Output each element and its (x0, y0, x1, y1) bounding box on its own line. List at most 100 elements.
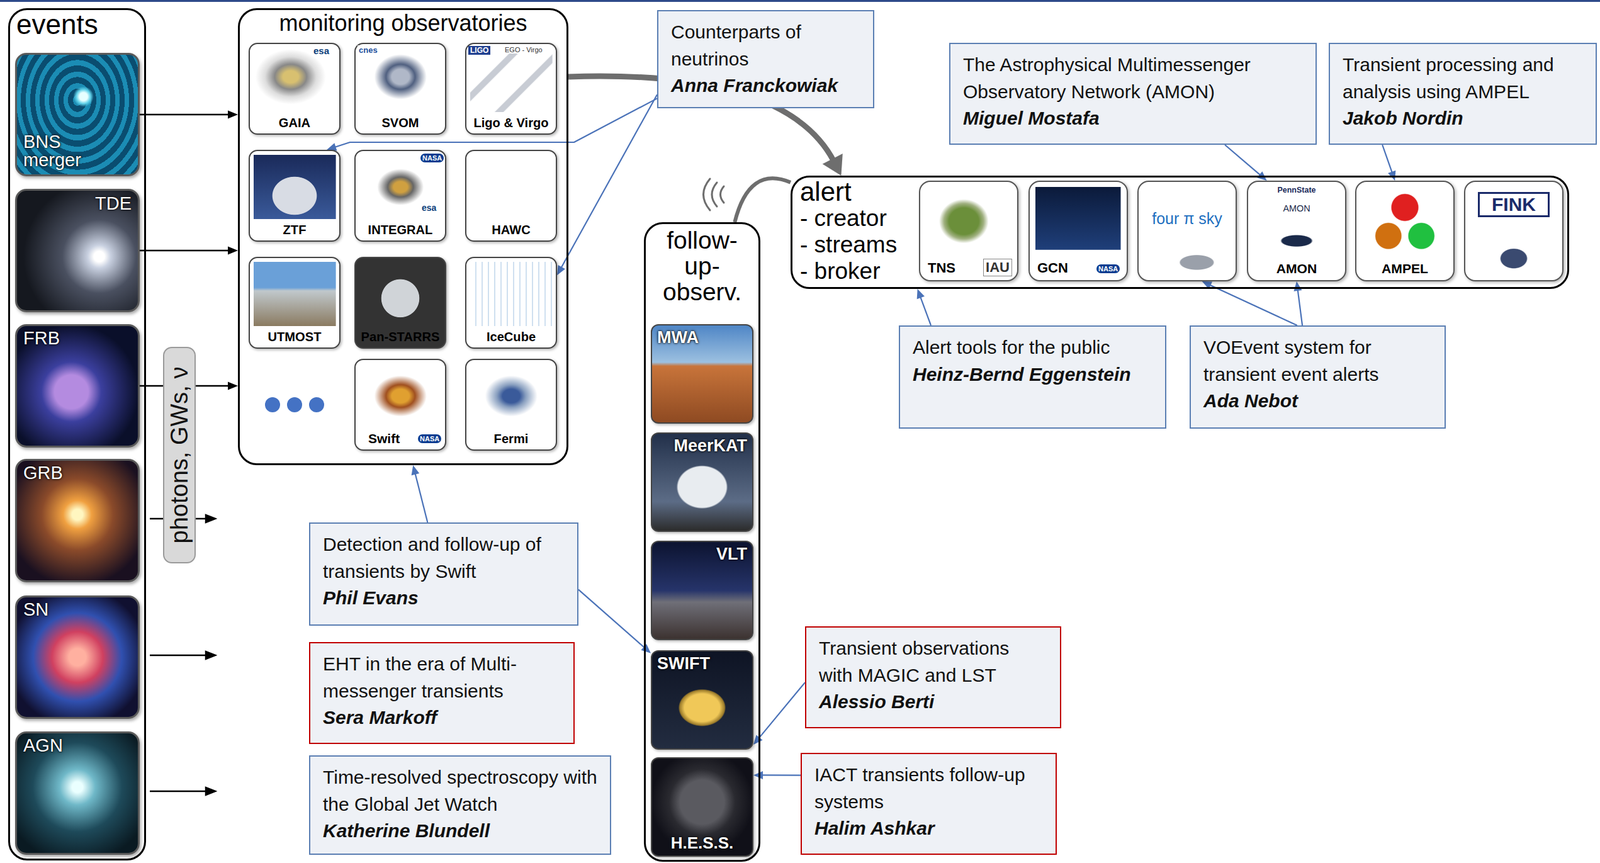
talk-title: Transient observations with MAGIC and LS… (818, 635, 1048, 689)
event-tile: TDE (15, 188, 140, 313)
connector-arrow (753, 682, 806, 745)
arrowhead (640, 643, 651, 654)
connector-arrow (753, 771, 801, 780)
broker-tile: FINK (1464, 180, 1564, 282)
events-panel: eventsBNS mergerTDEFRBGRBSNAGN (8, 8, 147, 861)
talk-title: Counterparts of neutrinos (670, 18, 861, 73)
connector-line (139, 113, 230, 116)
connector-arrow (578, 589, 651, 654)
observatory-label: UTMOST (249, 329, 340, 345)
arrowhead (1293, 281, 1302, 292)
observatory-tile: SVOM (354, 42, 447, 135)
connector-line (758, 682, 806, 739)
talk-callout: Time-resolved spectroscopy with the Glob… (309, 755, 612, 855)
talk-title: IACT transients follow-up systems (814, 761, 1043, 816)
event-label: BNS merger (23, 132, 106, 170)
speaker-name: Miguel Mostafa (963, 105, 1303, 133)
connector-line (560, 94, 658, 269)
arrowhead (227, 246, 238, 255)
observatory-label: Ligo & Virgo (466, 115, 556, 131)
broker-label: four π sky (1138, 209, 1236, 228)
logo-text: EGO - Virgo (503, 45, 544, 54)
connector-line (1297, 288, 1303, 326)
talk-title: VOEvent system for transient event alert… (1203, 334, 1432, 388)
broker-tile: AMPEL (1355, 180, 1455, 282)
observatory-label: INTEGRAL (355, 222, 446, 238)
broker-label: AMPEL (1356, 261, 1454, 277)
connector-line (139, 249, 230, 252)
logo-text: LIGO (468, 45, 491, 55)
observatory-label: HAWC (466, 222, 556, 238)
observatory-tile: Ligo & Virgo (465, 42, 558, 135)
arrowhead (917, 288, 925, 299)
observatory-label: SVOM (355, 115, 446, 131)
arrowhead (411, 465, 420, 476)
speaker-name: Alessio Berti (818, 688, 1048, 716)
talk-title: The Astrophysical Multimessenger Observa… (963, 51, 1303, 106)
observatory-tile: Fermi (465, 358, 558, 451)
talk-callout: Transient observations with MAGIC and LS… (805, 626, 1062, 729)
connector-line (1209, 284, 1298, 326)
observatory-tile: INTEGRAL (354, 149, 447, 242)
observatory-label: Fermi (466, 431, 556, 447)
telescope-tile: SWIFT (650, 650, 754, 750)
logo-text: NASA (420, 153, 444, 163)
messenger-band: photons, GWs, ν (163, 346, 196, 564)
event-tile: BNS merger (15, 52, 140, 177)
observatory-label: GAIA (249, 115, 340, 131)
speaker-name: Phil Evans (322, 584, 565, 612)
alert-panel: alert- creator- streams- brokerTNSIAUGCN… (790, 175, 1570, 289)
talk-title: Alert tools for the public (912, 334, 1153, 362)
connector-arrow (139, 246, 238, 255)
telescope-tile: VLT (650, 540, 754, 641)
event-tile: FRB (15, 324, 140, 448)
telescope-label: SWIFT (657, 653, 710, 674)
connector-arrow (917, 288, 931, 326)
observatory-panel: monitoring observatoriesGAIASVOMLigo & V… (237, 8, 569, 466)
talk-callout: The Astrophysical Multimessenger Observa… (949, 42, 1317, 145)
talk-title: EHT in the era of Multi-messenger transi… (322, 650, 561, 705)
panel-title: alert (800, 178, 917, 206)
connector-line (1224, 144, 1261, 176)
speaker-name: Heinz-Bernd Eggenstein (912, 361, 1153, 389)
observatory-tile: GAIA (248, 42, 341, 135)
speaker-name: Sera Markoff (322, 704, 561, 732)
logo-text: esa (420, 202, 438, 213)
telescope-label: H.E.S.S. (652, 833, 753, 853)
speaker-name: Halim Ashkar (814, 815, 1043, 843)
logo-text: AMON (1248, 203, 1346, 214)
event-tile: AGN (15, 731, 140, 855)
connector-arrow (139, 110, 238, 119)
broker-label: TNS (927, 259, 956, 277)
ellipsis-dots (264, 397, 325, 413)
header-rule (0, 0, 1600, 2)
arrowhead (753, 771, 763, 780)
logo-text: esa (312, 45, 331, 57)
talk-callout: IACT transients follow-up systemsHalim A… (800, 752, 1057, 855)
list-item: - broker (800, 258, 917, 285)
speaker-name: Katherine Blundell (322, 817, 598, 845)
connector-line (414, 472, 428, 523)
talk-title: Time-resolved spectroscopy with the Glob… (322, 764, 598, 818)
telescope-label: VLT (716, 544, 748, 564)
speaker-name: Anna Franckowiak (670, 72, 861, 100)
connector-line (578, 589, 646, 649)
band-label: photons, GWs, ν (166, 366, 194, 544)
logo-text: PennState (1248, 185, 1346, 195)
broker-tile: PennStateAMONAMON (1246, 180, 1347, 282)
logo-text: NASA (1096, 264, 1120, 274)
panel-title: events (10, 10, 145, 40)
broadcast-waves (703, 178, 725, 211)
talk-title: Detection and follow-up of transients by… (322, 531, 565, 585)
connector-arrow (411, 465, 429, 523)
event-tile: GRB (15, 458, 140, 583)
connector-arrow (734, 178, 791, 223)
observatory-tile: ZTF (248, 149, 341, 242)
talk-callout: Counterparts of neutrinosAnna Franckowia… (657, 10, 875, 109)
broker-tile: four π sky (1137, 180, 1237, 282)
logo-text: cnes (357, 45, 379, 55)
telescope-tile: MeerKAT (650, 432, 754, 532)
speaker-name: Ada Nebot (1203, 387, 1432, 415)
connector-line (734, 178, 791, 223)
follow-up-panel: follow-up-observ.MWAMeerKATVLTSWIFTH.E.S… (643, 222, 761, 862)
